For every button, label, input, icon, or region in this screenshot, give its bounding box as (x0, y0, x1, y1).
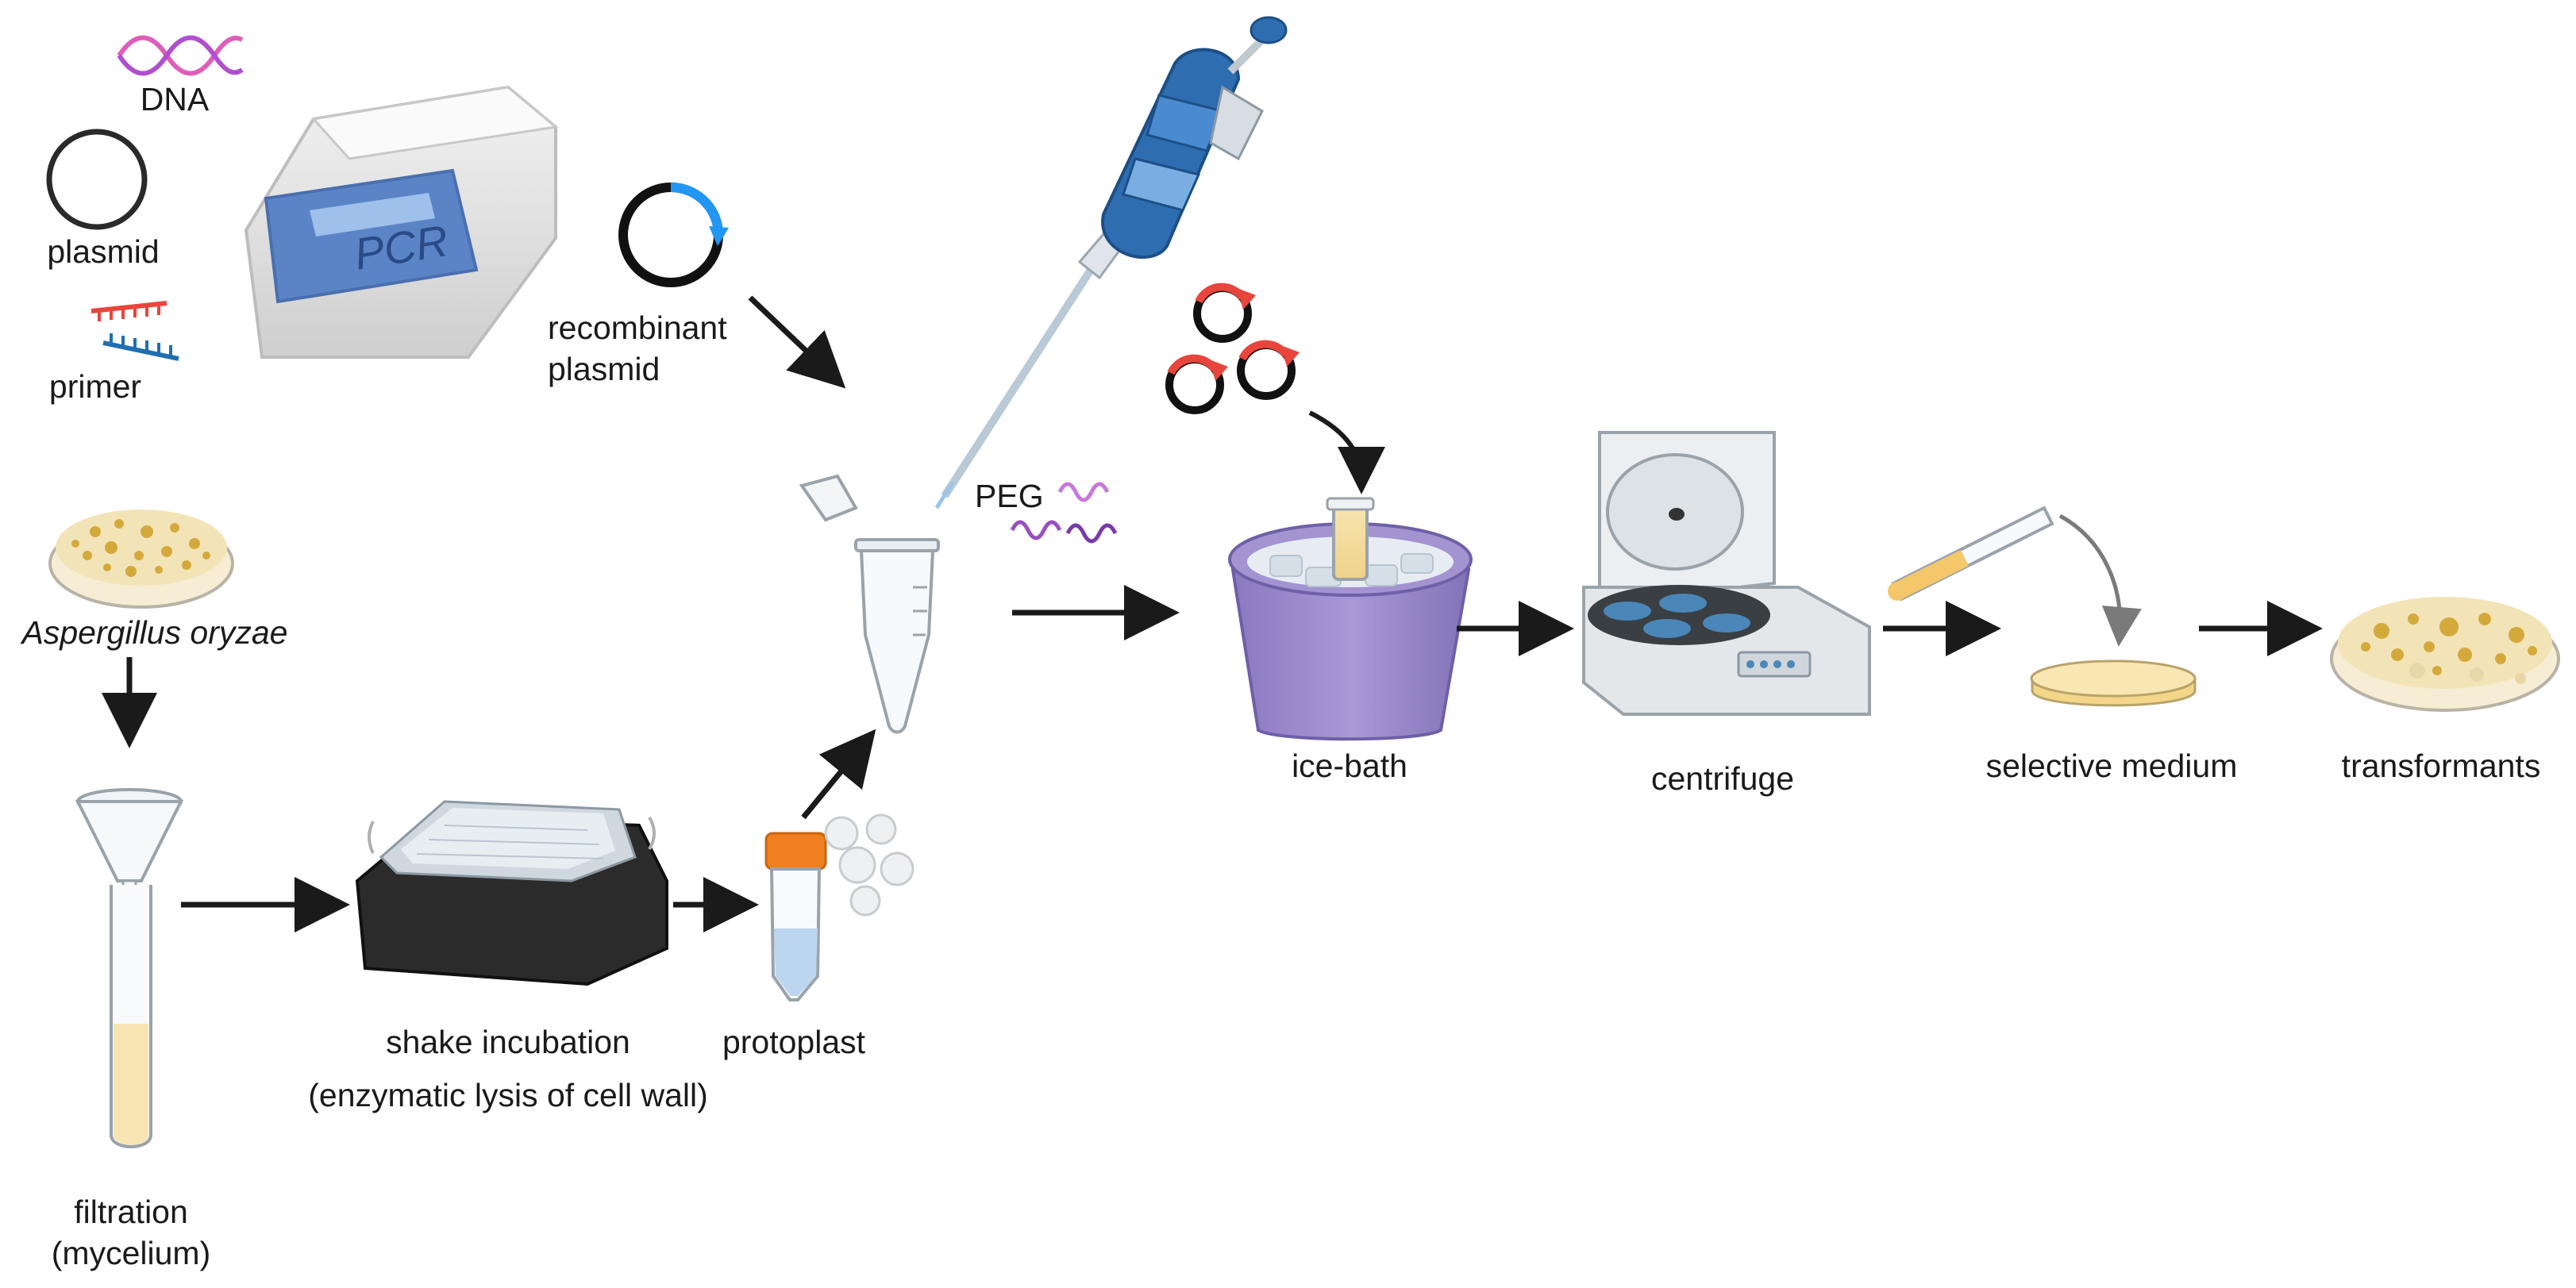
protoplast-cells-icon (824, 813, 914, 917)
recombinant-label: recombinant (548, 310, 727, 346)
selective-medium-plate-icon (2030, 659, 2197, 707)
recombinant-plasmid-icon (618, 183, 729, 287)
recombinant-plasmid-label: plasmid (548, 351, 660, 387)
protoplast-tube-icon (764, 832, 827, 1002)
aspergillus-plate-icon (48, 509, 234, 609)
centrifuge-icon (1582, 431, 1871, 716)
peg-icon (1010, 482, 1118, 544)
arrow-protoplast-to-tube (801, 729, 876, 820)
protoplast-label: protoplast (722, 1024, 866, 1060)
pcr-machine-icon: PCR (244, 85, 559, 359)
arrow-recombinant-to-tube (748, 295, 846, 389)
selective-medium-label: selective medium (1985, 748, 2238, 784)
organism-label: Aspergillus oryzae (21, 614, 288, 651)
ice-bath-icon (1228, 497, 1473, 741)
mycelium-label: (mycelium) (51, 1235, 211, 1271)
peg-label: PEG (975, 478, 1044, 514)
ice-bath-label: ice-bath (1292, 748, 1407, 784)
centrifuge-label: centrifuge (1650, 760, 1795, 797)
dna-icon (117, 35, 244, 76)
plasmids-group-icon (1165, 283, 1300, 414)
pipette-icon (934, 16, 1288, 509)
filtration-funnel-icon (75, 788, 184, 1148)
filtration-label: filtration (74, 1194, 188, 1230)
enzymatic-lysis-label: (enzymatic lysis of cell wall) (308, 1077, 708, 1113)
transformants-label: transformants (2341, 748, 2541, 784)
culture-tube-icon (1888, 506, 2054, 602)
transformants-plate-icon (2330, 597, 2560, 712)
dna-label: DNA (140, 81, 210, 117)
shaker-icon (355, 800, 668, 986)
shake-incubation-label: shake incubation (386, 1024, 630, 1060)
plasmid-icon (46, 129, 148, 230)
primer-icon (90, 301, 179, 361)
arrow-pour-to-plate (2058, 513, 2142, 647)
microcentrifuge-tube-icon (799, 474, 940, 734)
plasmid-label: plasmid (47, 233, 160, 270)
primer-label: primer (48, 368, 142, 405)
arrow-plasmids-to-icebath (1308, 410, 1385, 494)
